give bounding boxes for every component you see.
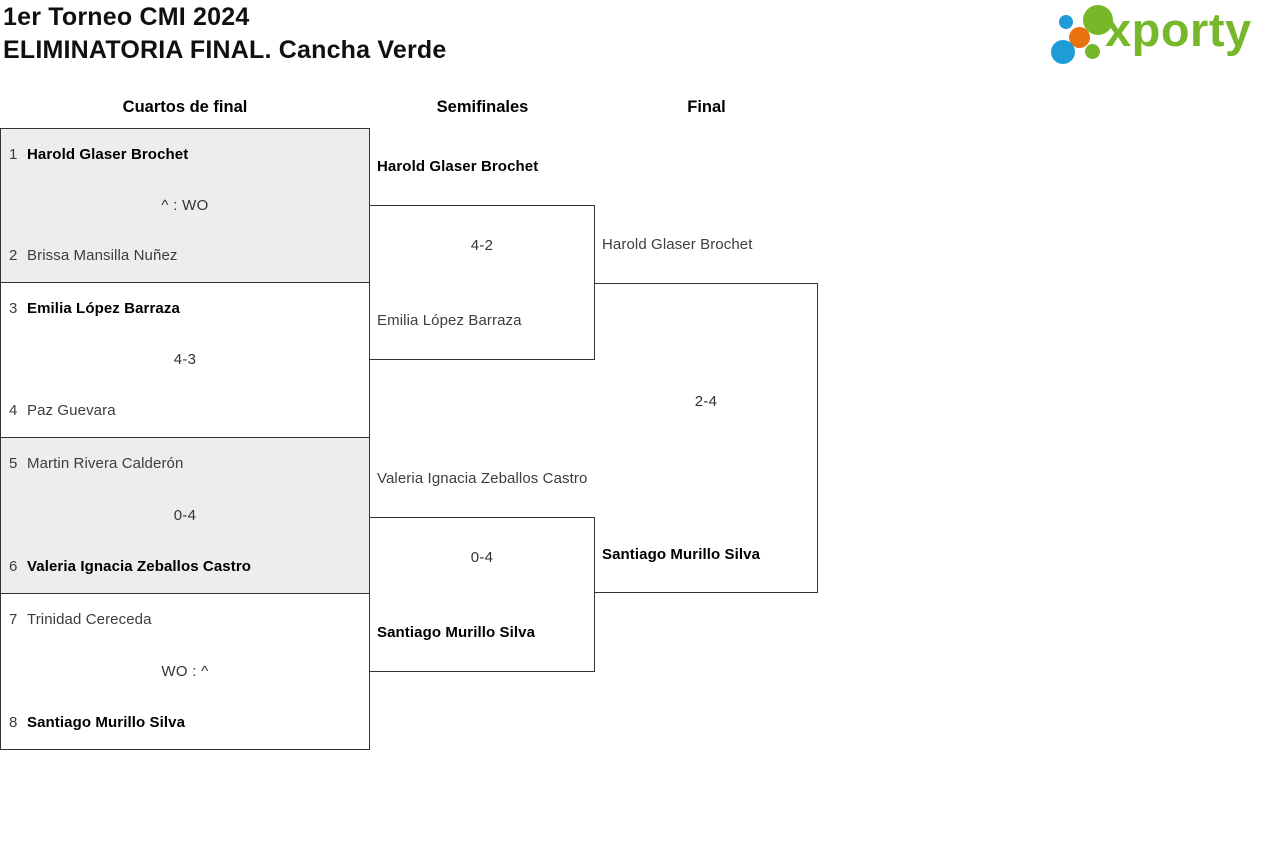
match-quarterfinal-2: 3 Emilia López Barraza 4-3 4 Paz Guevara: [0, 283, 370, 438]
player-name: Harold Glaser Brochet: [602, 236, 753, 253]
logo-dot-blue-small-icon: [1059, 15, 1073, 29]
round-header-final: Final: [687, 98, 726, 116]
player-name: Brissa Mansilla Nuñez: [27, 247, 178, 264]
match-quarterfinal-4: 7 Trinidad Cereceda WO : ^ 8 Santiago Mu…: [0, 594, 370, 750]
player-slot: 1 Harold Glaser Brochet: [9, 142, 363, 168]
logo-dot-orange-icon: [1069, 27, 1090, 48]
player-slot: 4 Paz Guevara: [9, 398, 363, 424]
player-slot: 2 Brissa Mansilla Nuñez: [9, 243, 363, 269]
seed-number: 5: [9, 455, 18, 472]
logo-wordmark: xporty: [1105, 3, 1252, 56]
page-title: 1er Torneo CMI 2024 ELIMINATORIA FINAL. …: [3, 1, 447, 67]
player-name: Santiago Murillo Silva: [27, 714, 186, 731]
match-score: 2-4: [694, 393, 718, 410]
match-score: ^ : WO: [161, 196, 209, 214]
player-name: Paz Guevara: [27, 402, 116, 419]
seed-number: 4: [9, 402, 18, 419]
match-score: 4-2: [470, 237, 494, 254]
seed-number: 6: [9, 558, 18, 575]
match-score: 0-4: [470, 549, 494, 566]
match-quarterfinal-3: 5 Martin Rivera Calderón 0-4 6 Valeria I…: [0, 438, 370, 594]
player-name: Trinidad Cereceda: [27, 611, 152, 628]
seed-number: 8: [9, 714, 18, 731]
match-score: 0-4: [173, 506, 197, 524]
xporty-logo: xporty: [1048, 0, 1280, 72]
player-name: Santiago Murillo Silva: [377, 624, 536, 641]
match-semifinal-1: Harold Glaser Brochet 4-2 Emilia López B…: [370, 158, 595, 360]
logo-dot-green-large-icon: [1083, 5, 1113, 35]
player-name: Valeria Ignacia Zeballos Castro: [377, 470, 588, 487]
tournament-name: 1er Torneo CMI 2024: [3, 3, 250, 31]
stage-name: ELIMINATORIA FINAL. Cancha Verde: [3, 36, 447, 64]
round-header-semifinals: Semifinales: [436, 98, 529, 116]
match-quarterfinal-1: 1 Harold Glaser Brochet ^ : WO 2 Brissa …: [0, 128, 370, 283]
player-name: Harold Glaser Brochet: [377, 158, 539, 175]
logo-dot-green-small-icon: [1085, 44, 1100, 59]
logo-dot-blue-icon: [1051, 40, 1075, 64]
player-name: Harold Glaser Brochet: [27, 146, 189, 163]
seed-number: 2: [9, 247, 18, 264]
seed-number: 7: [9, 611, 18, 628]
player-slot: 3 Emilia López Barraza: [9, 296, 363, 322]
player-slot: 8 Santiago Murillo Silva: [9, 710, 363, 736]
match-semifinal-2: Valeria Ignacia Zeballos Castro 0-4 Sant…: [370, 470, 595, 672]
player-name: Santiago Murillo Silva: [602, 546, 761, 563]
player-slot: 6 Valeria Ignacia Zeballos Castro: [9, 554, 363, 580]
player-name: Valeria Ignacia Zeballos Castro: [27, 558, 252, 575]
match-final: Harold Glaser Brochet 2-4 Santiago Muril…: [595, 236, 818, 593]
player-name: Martin Rivera Calderón: [27, 455, 184, 472]
player-slot: 7 Trinidad Cereceda: [9, 607, 363, 633]
player-slot: 5 Martin Rivera Calderón: [9, 451, 363, 477]
player-name: Emilia López Barraza: [377, 312, 522, 329]
match-score: WO : ^: [161, 662, 209, 680]
seed-number: 3: [9, 300, 18, 317]
seed-number: 1: [9, 146, 18, 163]
round-header-quarterfinals: Cuartos de final: [122, 98, 248, 116]
match-score: 4-3: [173, 351, 197, 368]
player-name: Emilia López Barraza: [27, 300, 180, 317]
